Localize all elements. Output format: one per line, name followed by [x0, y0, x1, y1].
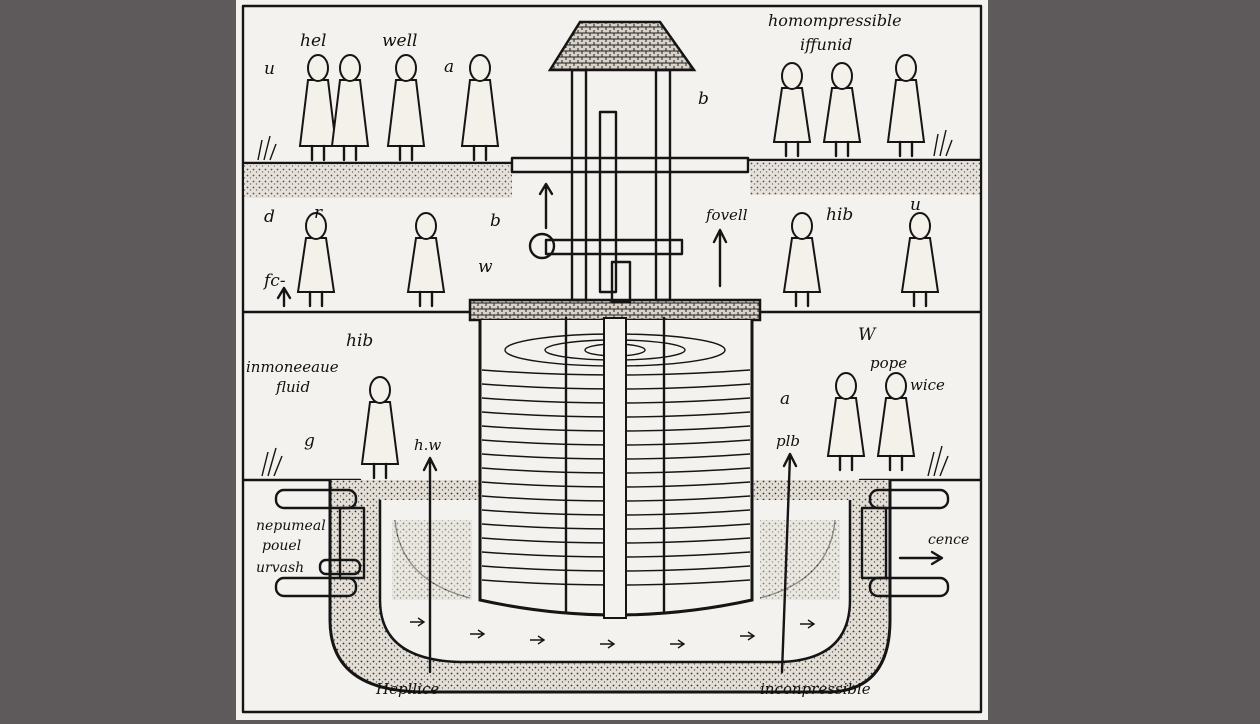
- label-fc: fc-: [262, 271, 286, 291]
- person-figure: [822, 62, 862, 158]
- frame-border: [241, 4, 983, 714]
- label-well: well: [382, 31, 418, 51]
- person-figure: [298, 54, 338, 162]
- label-inmoneeaue: inmoneeaue: [246, 358, 339, 376]
- label-b-top: b: [698, 89, 709, 109]
- label-cence: cence: [928, 532, 969, 548]
- label-u-right: u: [910, 195, 921, 215]
- fluid-cylinder: [468, 298, 762, 619]
- label-hepllice: Hepllice: [375, 680, 439, 698]
- person-figure: [296, 212, 336, 308]
- label-W: W: [858, 325, 877, 345]
- person-figure: [406, 212, 446, 308]
- grass-tufts: [257, 129, 953, 477]
- person-figure: [876, 372, 916, 472]
- label-u-top-left: u: [264, 59, 275, 79]
- label-pouel: pouel: [262, 538, 301, 554]
- label-plb: plb: [776, 432, 800, 450]
- label-wice: wice: [910, 376, 945, 394]
- label-hw: h.w: [414, 436, 441, 454]
- label-title-iffunid: iffunid: [800, 35, 852, 54]
- labels: u hel well a b homompressible iffunid d …: [246, 11, 969, 698]
- person-figure: [886, 54, 926, 158]
- person-figure: [360, 376, 400, 480]
- label-b-mid: b: [490, 211, 501, 231]
- person-figure: [826, 372, 866, 472]
- label-urvash: urvash: [256, 560, 304, 576]
- label-hel: hel: [300, 31, 326, 51]
- well-frame: [510, 20, 750, 304]
- ground-bands: [242, 158, 982, 482]
- label-w: w: [478, 257, 493, 277]
- label-pope: pope: [870, 354, 907, 372]
- label-hib-right: hib: [826, 205, 853, 225]
- flow-arrows: [276, 182, 944, 674]
- person-figure: [900, 212, 940, 308]
- label-a-top: a: [444, 57, 454, 77]
- label-r: r: [314, 203, 323, 223]
- label-d: d: [264, 207, 275, 227]
- label-hib-lower: hib: [346, 331, 373, 351]
- person-figure: [460, 54, 500, 162]
- label-g: g: [304, 431, 315, 451]
- side-pipes: [274, 488, 950, 598]
- person-figure: [386, 54, 426, 162]
- person-figure: [330, 54, 370, 162]
- label-inconpressible: inconpressible: [760, 680, 871, 698]
- person-figure: [772, 62, 812, 158]
- label-title-homompressible: homompressible: [768, 11, 902, 30]
- person-figure: [782, 212, 822, 308]
- figures: [296, 54, 940, 480]
- label-a-lower: a: [780, 389, 790, 409]
- label-fluid: fluid: [275, 378, 310, 396]
- label-fovell: fovell: [705, 206, 748, 224]
- label-nepumeal: nepumeal: [256, 518, 326, 534]
